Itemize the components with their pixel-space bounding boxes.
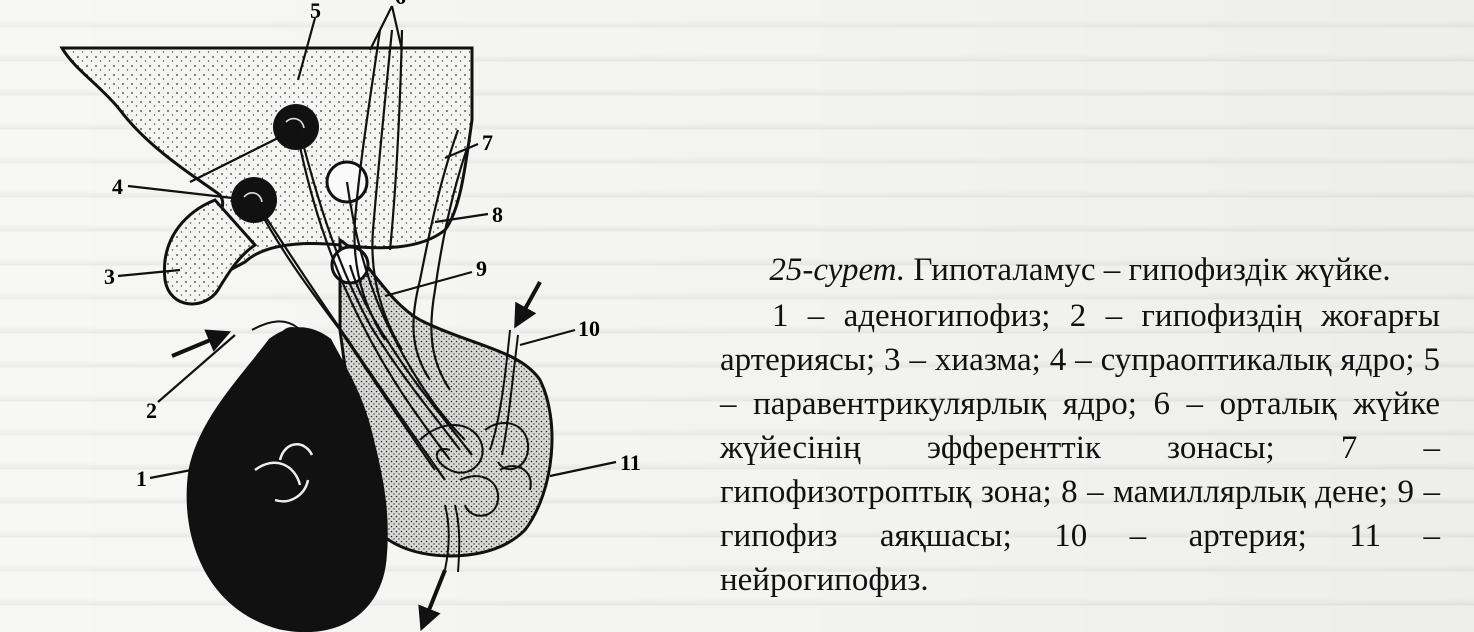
label-2: 2 (146, 398, 157, 423)
label-5: 5 (310, 0, 321, 23)
label-3: 3 (104, 264, 115, 289)
caption-legend: 1 – аденогипофиз; 2 – гипофиздің жоғарғы… (720, 294, 1440, 602)
label-6: 6 (395, 0, 406, 9)
figure-title: Гипоталамус – гипофиздік жүйке. (913, 252, 1390, 288)
label-9: 9 (476, 256, 487, 281)
arrow-in-right (520, 282, 540, 318)
label-10: 10 (578, 316, 600, 341)
paraventricular-nucleus (273, 104, 319, 150)
caption-title: 25-сурет. Гипоталамус – гипофиздік жүйке… (720, 248, 1440, 292)
label-8: 8 (492, 202, 503, 227)
figure-caption: 25-сурет. Гипоталамус – гипофиздік жүйке… (720, 248, 1440, 602)
label-1: 1 (136, 466, 147, 491)
label-11: 11 (620, 450, 641, 475)
label-4: 4 (112, 174, 123, 199)
arrow-out (425, 570, 445, 620)
figure-number: 25-сурет. (769, 252, 905, 288)
label-7: 7 (482, 130, 493, 155)
hypothalamus-pituitary-diagram: 1 2 3 4 5 6 7 8 9 10 11 (40, 0, 680, 632)
hypothalamus-region (62, 48, 472, 278)
